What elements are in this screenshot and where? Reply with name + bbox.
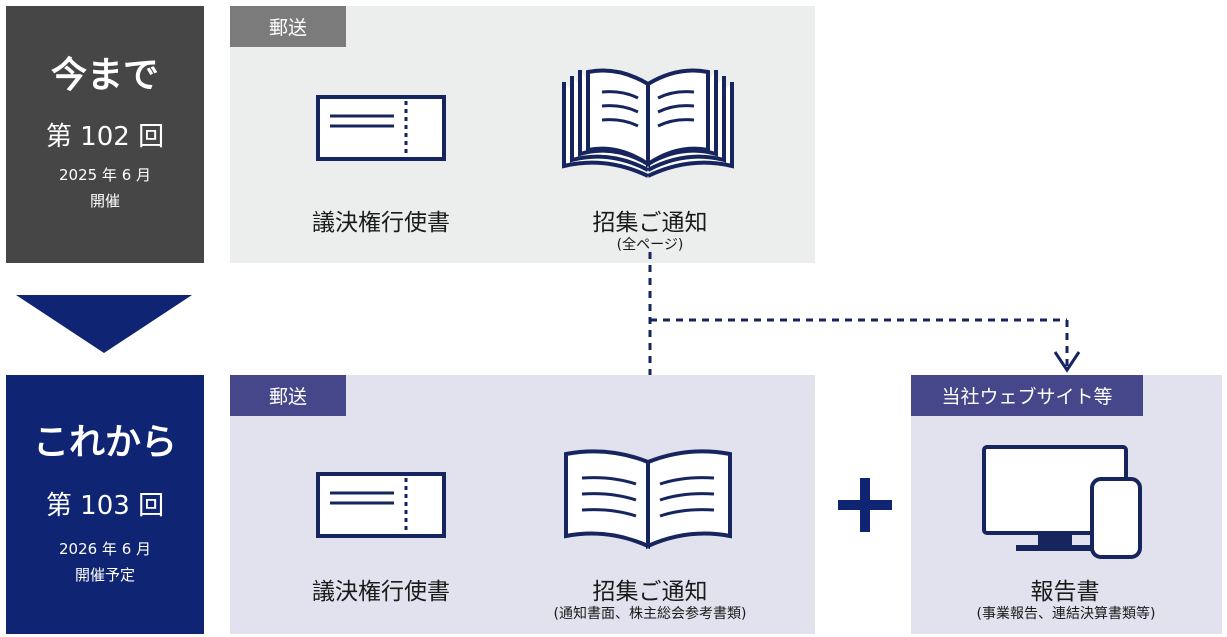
after-block: これから 第 103 回 2026 年 6 月 開催予定 — [6, 375, 204, 634]
after-heading: これから — [32, 422, 177, 463]
before-heading: 今まで — [50, 55, 159, 96]
after-notice-label: 招集ご通知 — [592, 579, 708, 605]
after-session: 第 103 回 — [45, 491, 165, 521]
before-voting-form-label: 議決権行使書 — [312, 210, 450, 236]
before-block: 今まで 第 102 回 2025 年 6 月 開催 — [6, 6, 204, 263]
devices-icon — [982, 445, 1142, 559]
after-notice-sub: (通知書面、株主総会参考書類) — [553, 606, 747, 622]
thin-book-icon — [564, 449, 732, 550]
plus-icon — [838, 478, 892, 532]
transition-arrow — [16, 295, 192, 353]
website-report-label: 報告書 — [1030, 579, 1100, 605]
after-voting-form-label: 議決権行使書 — [312, 579, 450, 605]
before-mail-tag: 郵送 — [230, 6, 346, 47]
before-date: 2025 年 6 月 — [58, 166, 152, 184]
website-report-sub: (事業報告、連結決算書類等) — [976, 606, 1156, 622]
after-status: 開催予定 — [74, 566, 135, 584]
before-status: 開催 — [89, 192, 120, 210]
website-tag: 当社ウェブサイト等 — [911, 375, 1143, 416]
before-session: 第 102 回 — [45, 122, 165, 152]
after-date: 2026 年 6 月 — [58, 540, 152, 558]
thick-book-icon — [562, 68, 734, 178]
voting-form-icon — [316, 472, 446, 538]
voting-form-icon — [316, 95, 446, 161]
before-notice-label: 招集ご通知 — [592, 210, 708, 236]
before-notice-sub: (全ページ) — [616, 237, 684, 253]
after-mail-tag: 郵送 — [230, 375, 346, 416]
